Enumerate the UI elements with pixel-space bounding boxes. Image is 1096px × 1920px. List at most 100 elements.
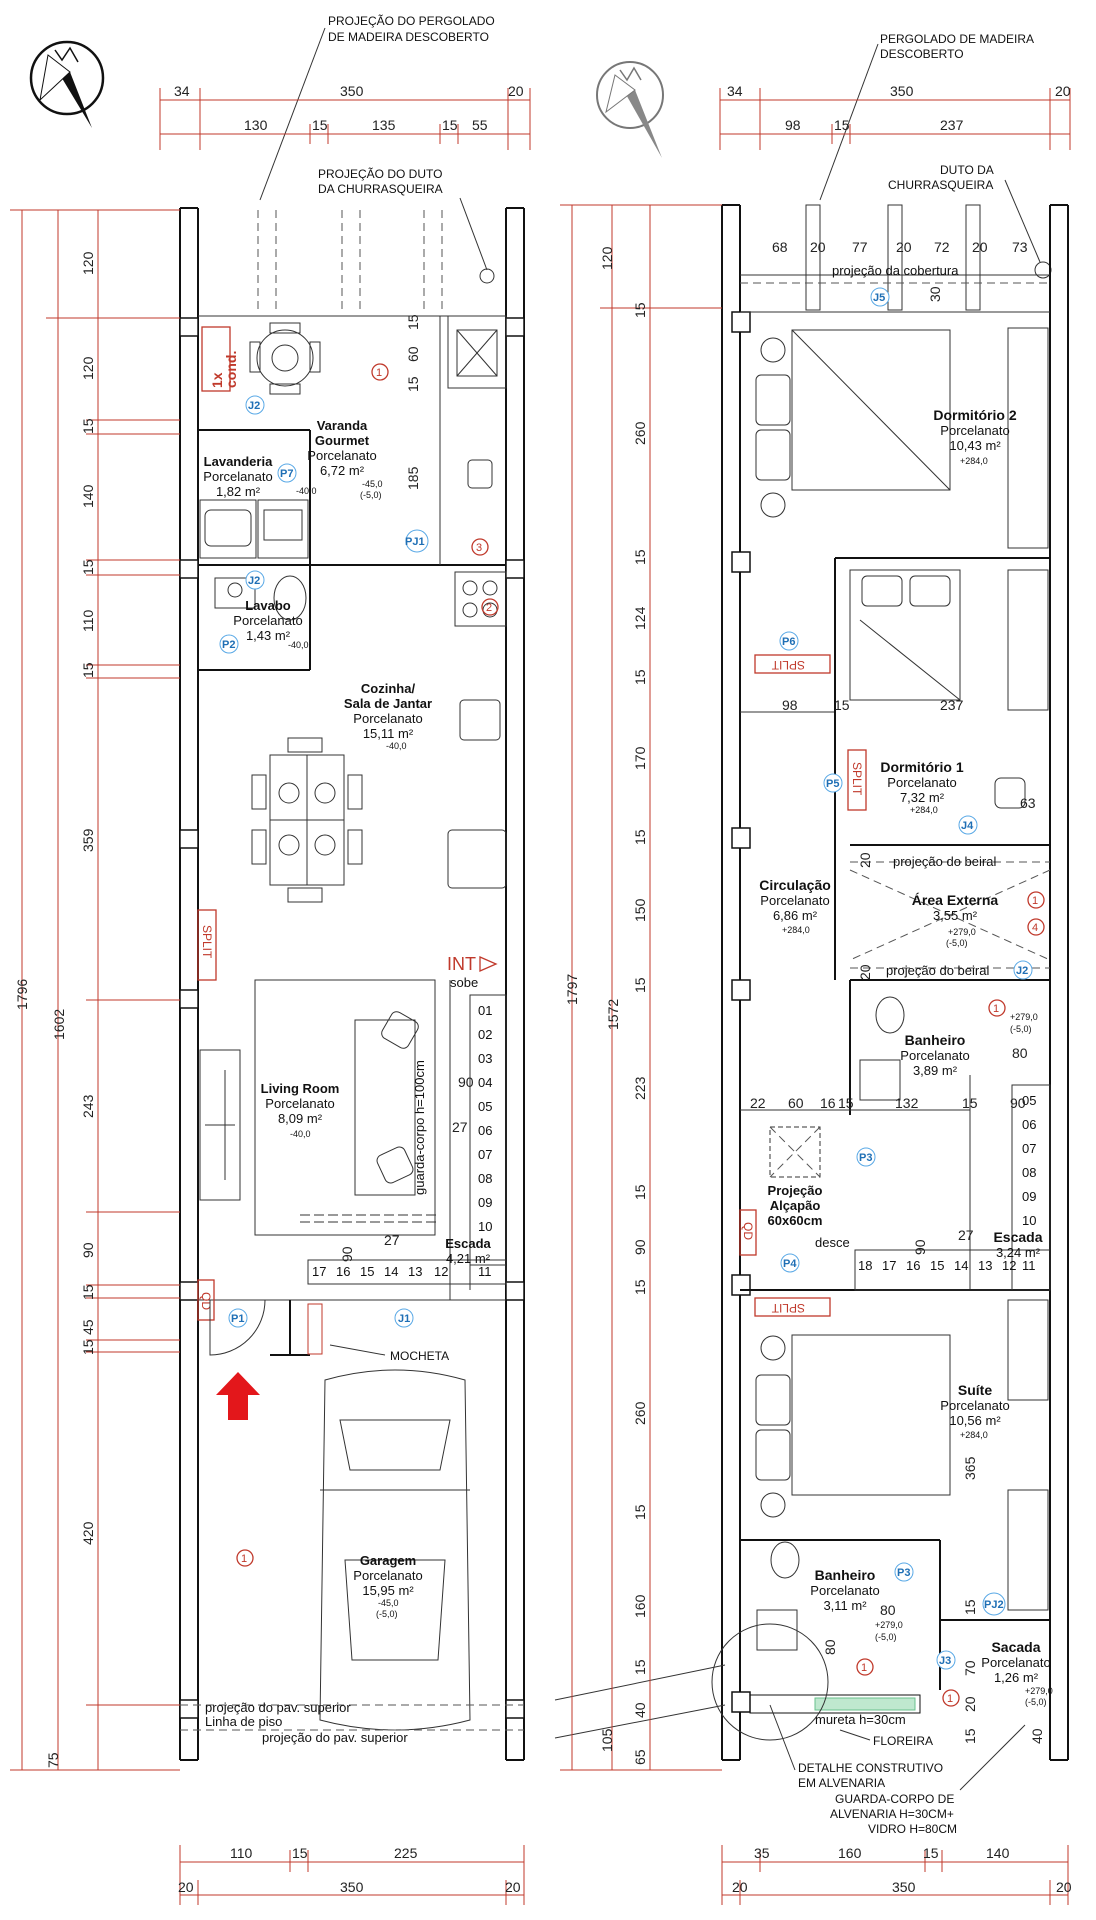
room-name: Dormitório 2 [933,407,1016,423]
marker-label: 3 [476,542,482,554]
stair-step: 04 [478,1075,492,1090]
dim-total: 1572 [605,999,621,1030]
room-finish: Porcelanato [760,893,829,908]
pergola-note-line2: DE MADEIRA DESCOBERTO [328,30,489,44]
dim-left: 75 [45,1752,61,1768]
dim-left: 15 [80,418,96,434]
stair-step: 13 [978,1258,992,1273]
dim-left: 150 [632,898,648,922]
split-ac-unit [847,749,867,811]
bed-icon [755,1334,951,1518]
stair-up-label: sobe [450,975,478,990]
wardrobe [1007,327,1049,1611]
room-name: Sacada [991,1639,1040,1655]
guardrail-note-line3: VIDRO H=80CM [868,1822,957,1836]
room-finish: Porcelanato [233,613,302,628]
room-level: +279,0 [875,1620,903,1630]
tag-label: P1 [231,1313,244,1325]
room-finish: Porcelanato [265,1096,334,1111]
room-name: Circulação [759,877,831,893]
room-area: 7,32 m² [900,790,945,805]
stair-step: 08 [478,1171,492,1186]
dim-left: 105 [599,1728,615,1752]
stair-step: 14 [384,1264,398,1279]
dim-left: 15 [632,302,648,318]
dim-bottom: 110 [230,1845,253,1861]
dim-left: 15 [632,977,648,993]
room-finish: Porcelanato [887,775,956,790]
dim-left: 260 [632,1401,648,1425]
marker-label: 1 [241,1553,247,1565]
dim-bottom: 225 [394,1845,418,1861]
intercom-icon [479,956,498,972]
stair-step: 16 [906,1258,920,1273]
room-level: -40,0 [296,486,317,496]
room-finish: Porcelanato [940,1398,1009,1413]
dim-inner: 80 [880,1602,896,1618]
dim-inner: 22 [750,1095,766,1111]
dim-sub-15a: 15 [312,117,328,133]
stair-step: 17 [882,1258,896,1273]
dim-left: 15 [632,1504,648,1520]
floor-line-label: Linha de piso [205,1714,282,1729]
stair-step: 15 [360,1264,374,1279]
stair-step: 09 [1022,1189,1036,1204]
marker-label: 2 [486,602,492,614]
marker-label: 1 [861,1662,867,1674]
bathroom-fixtures [756,996,905,1651]
stair-step: 07 [478,1147,492,1162]
barbecue-grill-icon [447,315,507,489]
north-arrow-icon [596,61,664,158]
top-dimensions: 34 350 20 98 15 237 [719,83,1071,150]
mocheta-note: MOCHETA [390,1349,449,1363]
room-name: Living Room [261,1081,340,1096]
lavabo-fixtures-icon [214,575,307,621]
dim-pergola: 20 [810,239,826,255]
living-room-furniture [199,979,440,1236]
room-level: +279,0 [1025,1686,1053,1696]
room-name: Sala de Jantar [344,696,432,711]
tag-label: P6 [782,636,795,648]
eave-projection-label: projeção do beiral [893,854,996,869]
room-area: 6,86 m² [773,908,818,923]
dim-inner: 63 [1020,795,1036,811]
room-circulacao: Circulação Porcelanato 6,86 m² +284,0 [759,877,831,935]
marker-label: 1 [1032,895,1038,907]
room-finish: Porcelanato [203,469,272,484]
room-level: (-5,0) [946,938,968,948]
dim-inner: 15 [834,697,850,713]
dim-inner: 60 [405,346,421,362]
room-name: 60x60cm [768,1213,823,1228]
door-window-tags: J5 P6 P5 J4 J2 P3 P4 P3 PJ2 J3 [779,287,1033,1670]
tag-label: J2 [1016,965,1028,977]
dim-left: 90 [632,1239,648,1255]
dim-left: 124 [632,606,648,630]
room-area: 4,21 m² [446,1251,491,1266]
dim-inner: 20 [962,1696,978,1712]
stair-down-label: desce [815,1235,850,1250]
stair-step: 01 [478,1003,492,1018]
room-garagem: Garagem Porcelanato 15,95 m² -45,0 (-5,0… [353,1553,422,1619]
split-label: SPLIT [200,925,214,959]
dim-inner: 20 [857,852,873,868]
marker-label: 1 [376,367,382,379]
kitchen-counter [447,571,507,889]
dim-total: 1602 [51,1009,67,1040]
door-window-tags: J2 P7 PJ1 J2 P2 P1 J1 [219,395,429,1328]
duct-icon [1034,261,1052,279]
dim-inner: 20 [857,964,873,980]
mocheta-hatch [307,1303,323,1355]
dim-sub: 237 [940,117,964,133]
dim-sub-15b: 15 [442,117,458,133]
planter [749,1694,921,1714]
condenser-box [201,326,231,392]
stair-step: 09 [478,1195,492,1210]
dim-inner: 15 [405,376,421,392]
room-name: Varanda [317,418,368,433]
dim-inner: 90 [1010,1095,1026,1111]
room-alcapao: Projeção Alçapão 60x60cm [768,1183,823,1228]
bed-icon [755,329,951,518]
room-name: Suíte [958,1382,992,1398]
room-level: (-5,0) [1010,1024,1032,1034]
